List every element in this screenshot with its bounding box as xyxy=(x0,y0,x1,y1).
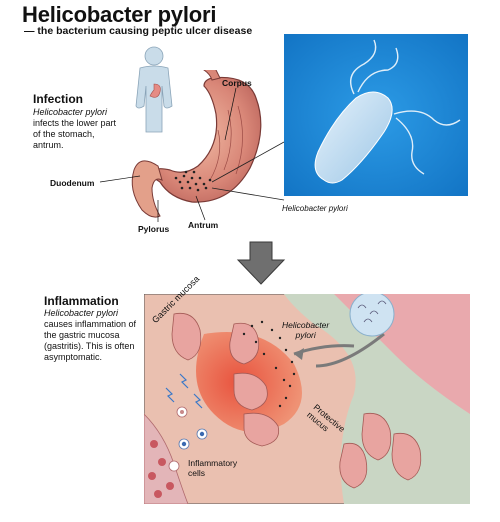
hp-micrograph xyxy=(284,34,468,196)
infection-heading: Infection xyxy=(33,92,83,106)
label-hp-line2: pylori xyxy=(295,330,316,340)
down-arrow-icon xyxy=(236,241,286,285)
page-subtitle: — the bacterium causing peptic ulcer dis… xyxy=(24,25,253,37)
gastric-tissue-panel xyxy=(144,294,470,504)
inflammation-text: causes inflammation of the gastric mucos… xyxy=(44,319,137,362)
infection-text: infects the lower part of the stomach, a… xyxy=(33,118,117,150)
inflammatory-cells xyxy=(168,406,208,472)
label-antrum: Antrum xyxy=(188,220,219,230)
small-stomach-icon xyxy=(149,83,161,98)
label-duodenum: Duodenum xyxy=(50,178,95,188)
label-pylorus: Pylorus xyxy=(138,224,170,234)
hp-bacteria-dots xyxy=(242,320,296,408)
label-inflammatory-cells: Inflammatory cells xyxy=(188,458,237,478)
stomach-illustration xyxy=(131,70,285,218)
inflammation-heading: Inflammation xyxy=(44,294,119,308)
label-inflammatory-line2: cells xyxy=(188,468,206,478)
infection-organism: Helicobacter pylori xyxy=(33,107,108,117)
infection-description: Helicobacter pylori infects the lower pa… xyxy=(33,107,121,151)
label-corpus: Corpus xyxy=(222,78,252,88)
human-silhouette xyxy=(135,46,173,133)
antrum-bacteria-cluster xyxy=(174,170,212,192)
label-inflammatory-line1: Inflammatory xyxy=(188,458,238,468)
page-title: Helicobacter pylori xyxy=(22,2,217,27)
inflammation-organism: Helicobacter pylori xyxy=(44,308,119,318)
label-hp-line1: Helicobacter xyxy=(282,320,330,330)
inflammation-description: Helicobacter pylori causes inflammation … xyxy=(44,308,144,363)
label-hp-tissue: Helicobacter pylori xyxy=(282,320,329,340)
micrograph-caption: Helicobacter pylori xyxy=(282,204,348,213)
